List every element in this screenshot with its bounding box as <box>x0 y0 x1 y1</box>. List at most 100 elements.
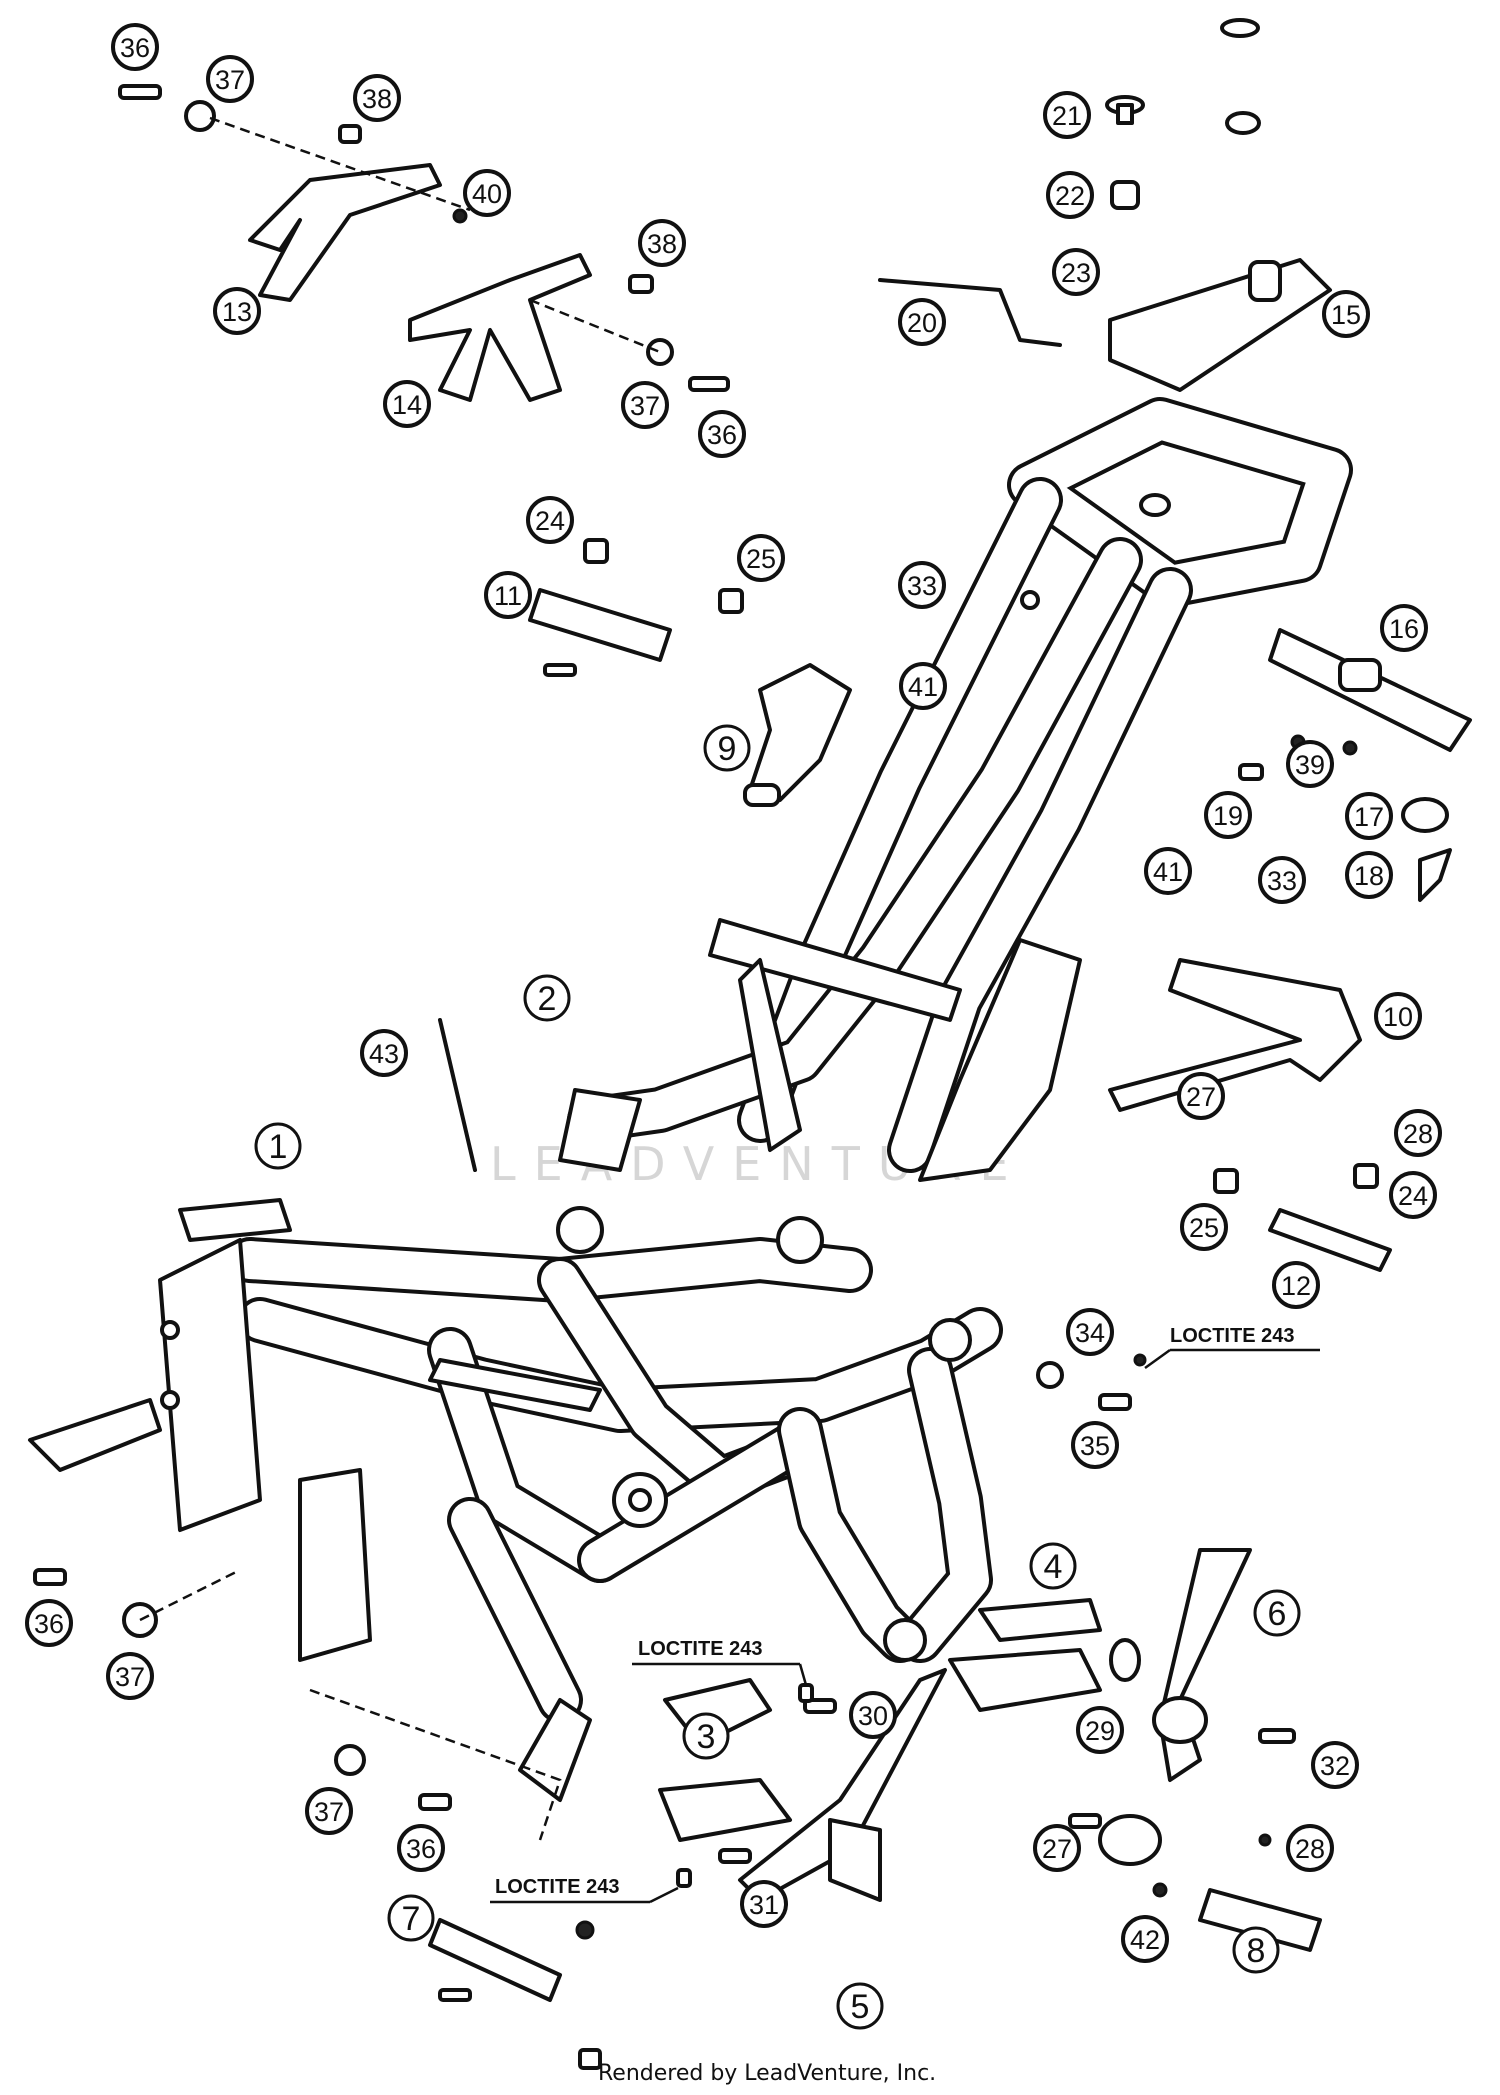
footer-credit: Rendered by LeadVenture, Inc. <box>598 2061 936 2086</box>
svg-text:40: 40 <box>472 179 502 209</box>
svg-text:31: 31 <box>749 1890 779 1920</box>
callout-29: 29 <box>1076 1706 1124 1754</box>
callout-36c: 36 <box>25 1599 73 1647</box>
svg-text:4: 4 <box>1044 1548 1063 1586</box>
callout-42: 42 <box>1121 1915 1169 1963</box>
loctite-note-right: LOCTITE 243 <box>1144 1325 1320 1370</box>
callout-38a: 38 <box>353 74 401 122</box>
svg-text:LOCTITE 243: LOCTITE 243 <box>495 1876 619 1898</box>
callout-40: 40 <box>463 169 511 217</box>
bracket-16 <box>1268 628 1472 752</box>
callout-37b: 37 <box>621 381 669 429</box>
svg-text:29: 29 <box>1085 1716 1115 1746</box>
callout-38b: 38 <box>638 219 686 267</box>
svg-text:24: 24 <box>1398 1181 1428 1211</box>
callout-16: 16 <box>1380 604 1428 652</box>
callouts: 1 2 3 4 5 6 7 8 9 10 11 12 13 14 15 16 1… <box>25 23 1442 2030</box>
callout-24a: 24 <box>526 496 574 544</box>
svg-text:15: 15 <box>1331 300 1361 330</box>
footpeg-6 <box>1152 1548 1252 1782</box>
svg-text:37: 37 <box>630 391 660 421</box>
callout-36b: 36 <box>698 410 746 458</box>
callout-6: 6 <box>1253 1589 1301 1637</box>
svg-text:7: 7 <box>402 1900 421 1938</box>
svg-text:13: 13 <box>222 297 252 327</box>
hardware-34-35 <box>1036 1353 1147 1411</box>
loctite-note-bottom: LOCTITE 243 <box>490 1876 679 1904</box>
callout-41b: 41 <box>1144 847 1192 895</box>
callout-28a: 28 <box>1394 1109 1442 1157</box>
svg-text:27: 27 <box>1186 1082 1216 1112</box>
footpeg-12 <box>1213 1163 1392 1272</box>
callout-2: 2 <box>523 974 571 1022</box>
leader-14 <box>529 298 661 354</box>
svg-text:25: 25 <box>1189 1213 1219 1243</box>
callout-24b: 24 <box>1389 1171 1437 1219</box>
svg-text:9: 9 <box>718 730 737 768</box>
svg-text:19: 19 <box>1213 801 1243 831</box>
callout-8: 8 <box>1232 1926 1280 1974</box>
svg-text:38: 38 <box>647 229 677 259</box>
svg-text:36: 36 <box>406 1834 436 1864</box>
svg-text:24: 24 <box>535 506 565 536</box>
callout-28b: 28 <box>1286 1824 1334 1872</box>
svg-text:5: 5 <box>851 1988 870 2026</box>
svg-text:22: 22 <box>1055 181 1085 211</box>
svg-text:11: 11 <box>494 581 522 611</box>
callout-19: 19 <box>1204 791 1252 839</box>
svg-text:8: 8 <box>1247 1932 1266 1970</box>
hardware-36-37-left <box>33 1568 452 1811</box>
svg-text:33: 33 <box>907 571 937 601</box>
loctite-note-center: LOCTITE 243 <box>632 1638 808 1686</box>
svg-text:43: 43 <box>369 1039 399 1069</box>
callout-36a: 36 <box>111 23 159 71</box>
callout-27b: 27 <box>1033 1824 1081 1872</box>
leader-37-left <box>139 1568 241 1622</box>
callout-18: 18 <box>1345 851 1393 899</box>
callout-39: 39 <box>1286 740 1334 788</box>
callout-30: 30 <box>849 1691 897 1739</box>
leader-36-bottom <box>309 1688 562 1841</box>
bracket-3 <box>658 1678 792 1842</box>
svg-text:41: 41 <box>1153 857 1183 887</box>
svg-text:23: 23 <box>1061 258 1091 288</box>
rear-subframe <box>558 397 1353 1182</box>
bracket-9 <box>743 663 852 807</box>
callout-25b: 25 <box>1180 1203 1228 1251</box>
svg-text:18: 18 <box>1354 861 1384 891</box>
bracket-13 <box>248 163 442 302</box>
rod-43 <box>438 1018 477 1172</box>
bracket-4 <box>948 1598 1141 1712</box>
svg-text:3: 3 <box>697 1718 716 1756</box>
callout-34: 34 <box>1066 1308 1114 1356</box>
svg-text:LOCTITE 243: LOCTITE 243 <box>638 1638 762 1660</box>
callout-13: 13 <box>213 287 261 335</box>
svg-text:17: 17 <box>1354 802 1384 832</box>
footpeg-5 <box>738 1668 947 1902</box>
svg-text:10: 10 <box>1383 1002 1413 1032</box>
callout-20: 20 <box>898 298 946 346</box>
bracket-10 <box>1108 958 1362 1112</box>
grommets-21-22 <box>1105 18 1261 210</box>
callout-12: 12 <box>1272 1261 1320 1309</box>
svg-text:1: 1 <box>269 1128 288 1166</box>
callout-21: 21 <box>1043 91 1091 139</box>
callout-33a: 33 <box>898 561 946 609</box>
callout-23: 23 <box>1052 248 1100 296</box>
svg-text:37: 37 <box>314 1797 344 1827</box>
callout-43: 43 <box>360 1029 408 1077</box>
svg-text:28: 28 <box>1295 1834 1325 1864</box>
small-hardware-top-left <box>118 84 730 392</box>
footpeg-11 <box>528 538 744 677</box>
svg-text:28: 28 <box>1403 1119 1433 1149</box>
svg-text:36: 36 <box>707 420 737 450</box>
callout-37d: 37 <box>305 1787 353 1835</box>
callout-37c: 37 <box>106 1652 154 1700</box>
callout-37a: 37 <box>206 55 254 103</box>
callout-41a: 41 <box>899 662 947 710</box>
svg-text:LOCTITE 243: LOCTITE 243 <box>1170 1325 1294 1347</box>
callout-33b: 33 <box>1258 856 1306 904</box>
rod-20 <box>878 278 1062 347</box>
main-frame <box>28 1198 1003 1802</box>
